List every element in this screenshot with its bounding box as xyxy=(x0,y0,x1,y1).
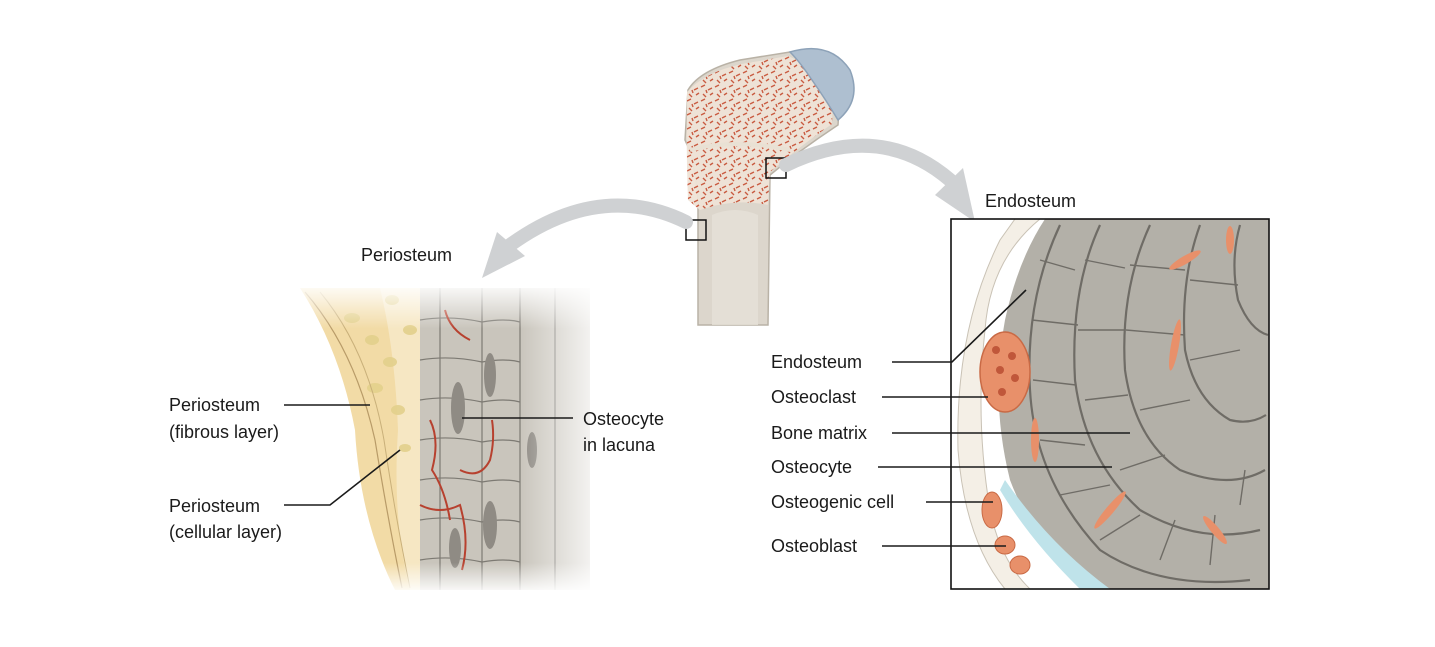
periosteum-fibrous-label: Periosteum xyxy=(169,395,260,415)
periosteum-arrowhead xyxy=(482,232,525,278)
endosteum-arrowhead xyxy=(935,168,975,222)
leader-lines xyxy=(284,289,1130,547)
osteogenic-cell-label: Osteogenic cell xyxy=(771,492,894,512)
epiphyseal-line xyxy=(689,142,791,152)
endosteum-panel-border xyxy=(950,218,1270,590)
osteoclast-cell xyxy=(979,331,1031,413)
endosteum-title: Endosteum xyxy=(985,191,1076,211)
periosteum-detail xyxy=(295,282,615,595)
femur-illustration xyxy=(684,47,855,326)
periosteum-arrow xyxy=(503,198,693,252)
endosteum-detail xyxy=(950,218,1270,590)
periosteum-zoom-box xyxy=(685,219,707,241)
medullary-cavity xyxy=(712,210,758,325)
osteocyte-label: Osteocyte xyxy=(771,457,852,477)
periosteum-fade-vertical xyxy=(295,282,615,594)
spongy-bone xyxy=(686,56,833,210)
periosteum-fibrous-sublabel: (fibrous layer) xyxy=(169,422,279,442)
osteon-rings xyxy=(1028,224,1269,584)
articular-cartilage xyxy=(788,47,855,122)
endosteum-arrow xyxy=(779,138,957,187)
labels: Periosteum Endosteum Periosteum (fibrous… xyxy=(169,191,1076,556)
bone-matrix-label: Bone matrix xyxy=(771,423,867,443)
zoom-arrows xyxy=(482,138,975,278)
osteoid-layer xyxy=(1000,480,1110,589)
osteocytes-endosteum xyxy=(1031,226,1234,545)
osteocyte-lacuna-label: Osteocyte xyxy=(583,409,664,429)
periosteum-title: Periosteum xyxy=(361,245,452,265)
osteocyte-lacuna-sublabel: in lacuna xyxy=(583,435,656,455)
osteogenic-and-osteoblast-cells xyxy=(981,491,1031,575)
osteoclast-label: Osteoclast xyxy=(771,387,856,407)
endosteum-label: Endosteum xyxy=(771,352,862,372)
periosteum-cellular-label: Periosteum xyxy=(169,496,260,516)
osteoblast-label: Osteoblast xyxy=(771,536,857,556)
periosteum-cellular-sublabel: (cellular layer) xyxy=(169,522,282,542)
